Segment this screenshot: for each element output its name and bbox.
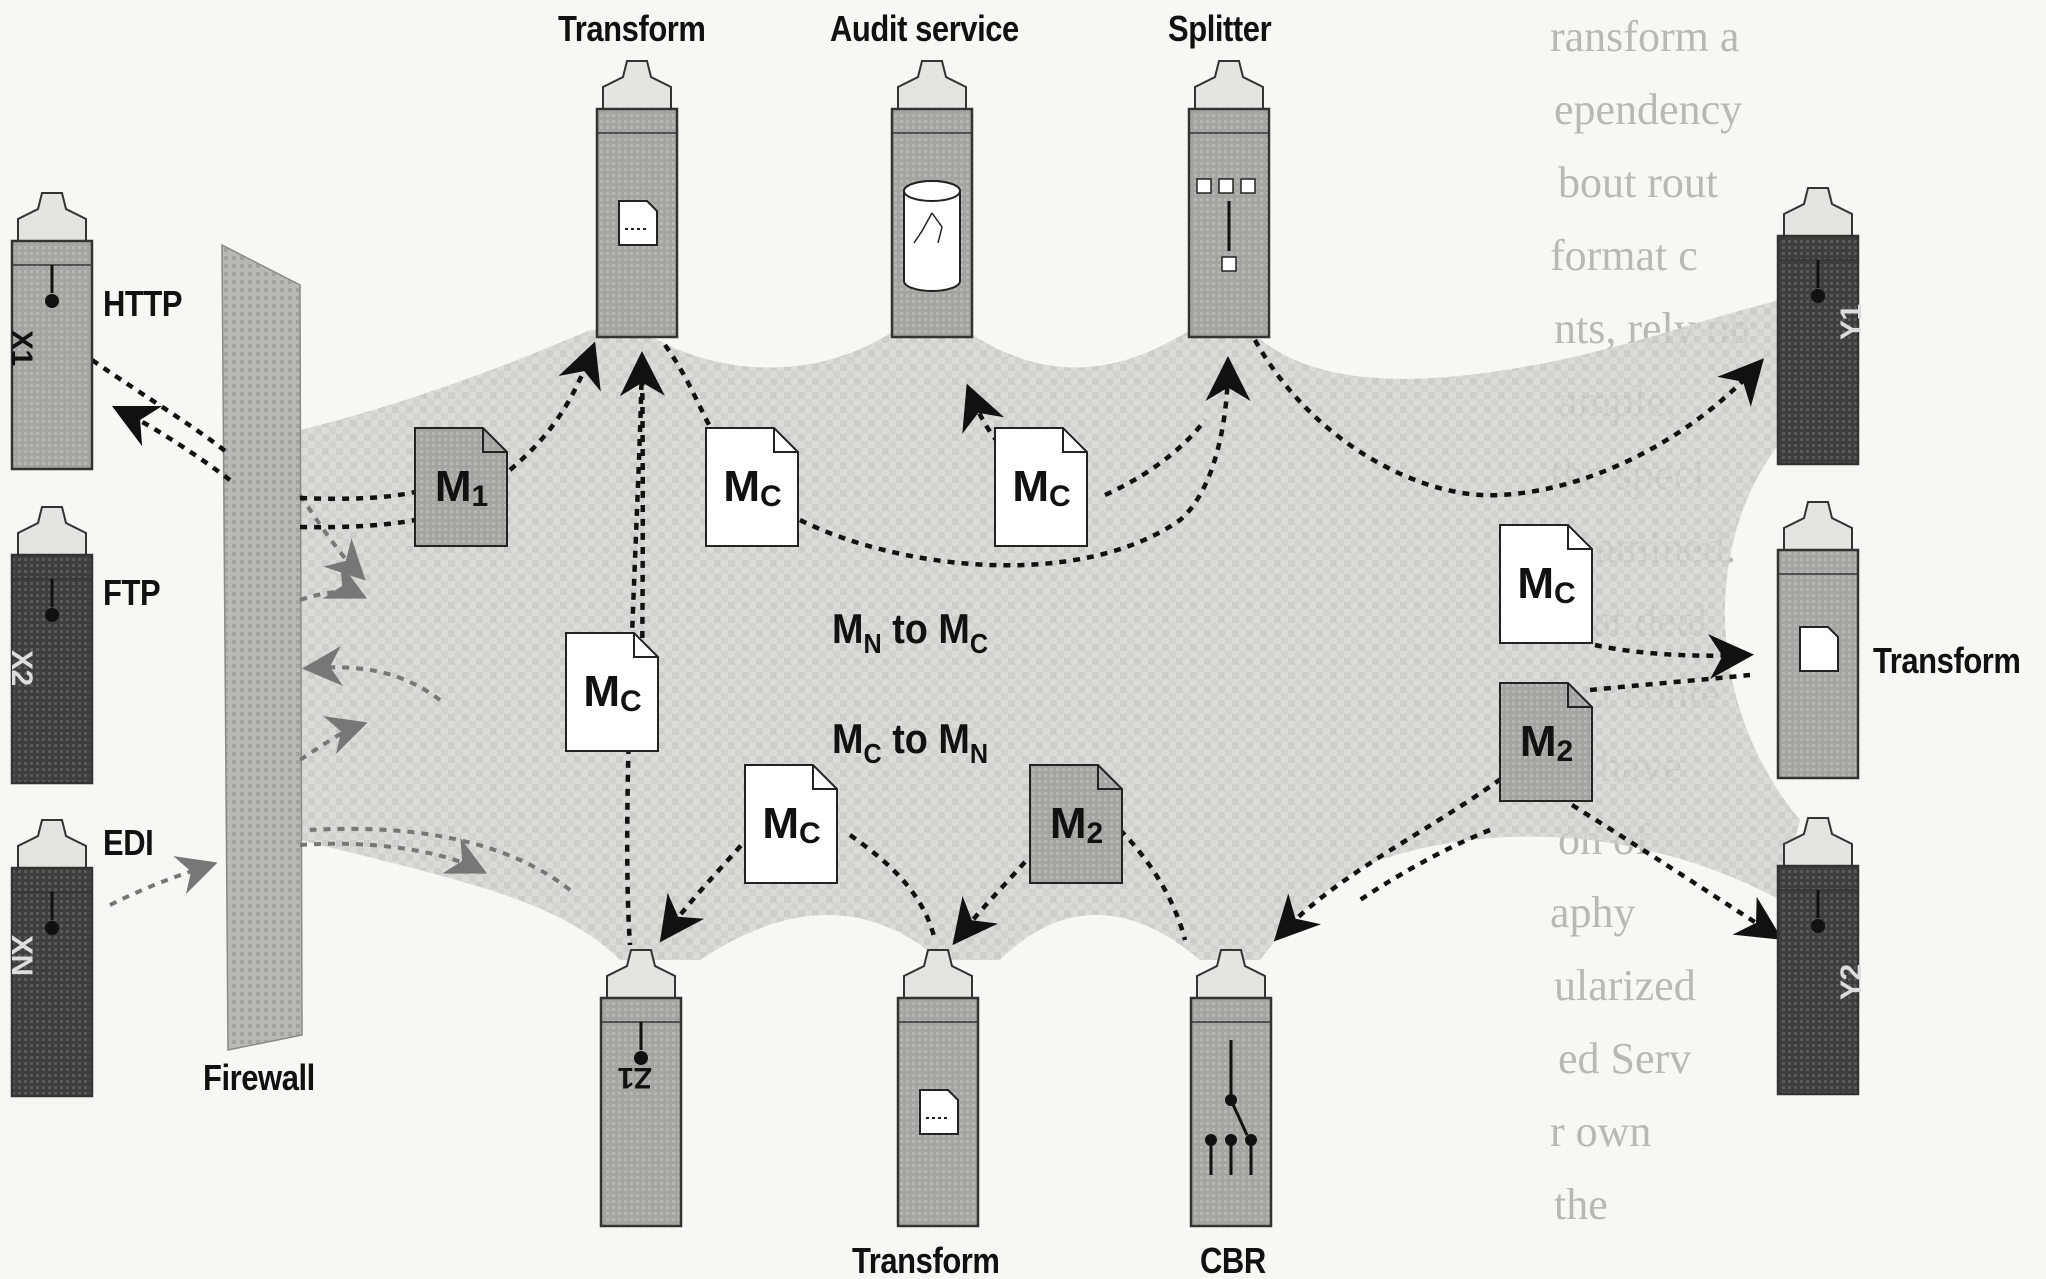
firewall [222,245,302,1050]
endpoint-y1: Y1 [1835,304,1869,340]
endpoint-y2: Y2 [1835,964,1869,1000]
container-y2 [1778,818,1858,1094]
flow-label-mc-to-mn: MC to MN [832,715,988,763]
endpoint-xn: XN [4,935,38,976]
label-edi: EDI [103,822,153,864]
label-firewall: Firewall [203,1057,315,1099]
label-audit-service: Audit service [830,8,1019,50]
label-http: HTTP [103,283,182,325]
endpoint-z1: Z1 [618,1060,652,1094]
container-transform-bottom [898,950,978,1226]
label-cbr: CBR [1200,1240,1266,1279]
label-transform-right: Transform [1873,640,2021,682]
container-transform-top [597,61,677,337]
endpoint-x1: X1 [4,330,38,366]
flow-label-mn-to-mc: MN to MC [832,605,988,653]
label-transform-bottom: Transform [852,1240,1000,1279]
label-transform-top: Transform [558,8,706,50]
label-ftp: FTP [103,572,160,614]
label-splitter: Splitter [1168,8,1271,50]
container-splitter [1189,61,1269,337]
container-transform-right [1778,502,1858,778]
container-ftp [12,507,92,783]
container-cbr [1191,950,1271,1226]
container-audit-service [892,61,972,337]
endpoint-x2: X2 [4,650,38,686]
